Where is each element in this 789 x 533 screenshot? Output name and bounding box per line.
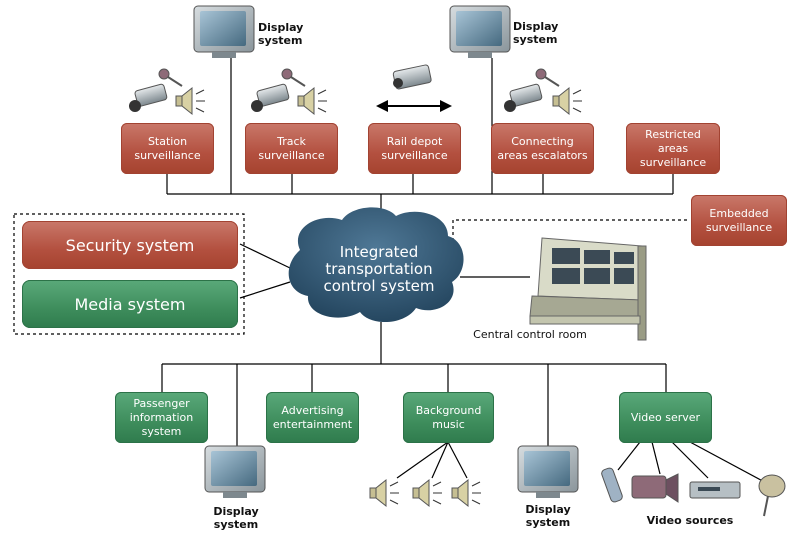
hub-label: Integrated transportation control system: [323, 243, 435, 295]
camera-icon-track: [251, 83, 290, 112]
track-surveillance-box: Track surveillance: [245, 123, 338, 174]
monitor-bottom-left: [204, 445, 266, 498]
security-system-box: Security system: [22, 221, 238, 269]
handheld-camera-icon: [601, 467, 623, 503]
hub-cloud: [288, 207, 464, 323]
speaker-icon-bg-3: [451, 478, 481, 508]
microphone-icon-station: [158, 68, 183, 87]
advertising-entertainment-box: Advertising entertainment: [266, 392, 359, 443]
camera-icon-connecting: [504, 83, 543, 112]
microphone-icon-track: [281, 68, 306, 87]
camera-icon-station: [129, 83, 168, 112]
station-surveillance-box: Station surveillance: [121, 123, 214, 174]
restricted-areas-box: Restricted areas surveillance: [626, 123, 720, 174]
monitor-top-right: [449, 5, 511, 58]
speaker-icon-connecting: [552, 86, 582, 116]
passenger-information-box: Passenger information system: [115, 392, 208, 443]
bottom-right-display-label: Display system: [525, 503, 571, 529]
video-camera-icon: [631, 473, 679, 503]
monitor-bottom-right: [517, 445, 579, 498]
hub-links: [239, 243, 530, 299]
background-music-box: Background music: [403, 392, 494, 443]
embedded-surveillance-box: Embedded surveillance: [691, 195, 787, 246]
rail-depot-surveillance-box: Rail depot surveillance: [368, 123, 461, 174]
control-console-icon: [529, 237, 647, 341]
satellite-dish-icon: [758, 474, 786, 517]
vcr-icon: [689, 481, 741, 499]
bottom-left-display-label: Display system: [213, 505, 259, 531]
connecting-areas-box: Connecting areas escalators: [491, 123, 594, 174]
video-sources-label: Video sources: [646, 514, 734, 527]
video-server-box: Video server: [619, 392, 712, 443]
camera-icon-depot: [392, 64, 432, 90]
media-system-box: Media system: [22, 280, 238, 328]
double-arrow-icon: [376, 100, 452, 112]
central-control-room-label: Central control room: [473, 328, 587, 341]
left-group-frame: [13, 213, 245, 335]
monitor-top-left: [193, 5, 255, 58]
speaker-icon-bg-1: [369, 478, 399, 508]
top-right-display-label: Display system: [513, 20, 559, 46]
speaker-icon-station: [175, 86, 205, 116]
microphone-icon-connecting: [535, 68, 560, 87]
top-left-display-label: Display system: [258, 21, 304, 47]
speaker-icon-track: [297, 86, 327, 116]
bottom-bus-lines: [161, 322, 771, 486]
speaker-icon-bg-2: [412, 478, 442, 508]
